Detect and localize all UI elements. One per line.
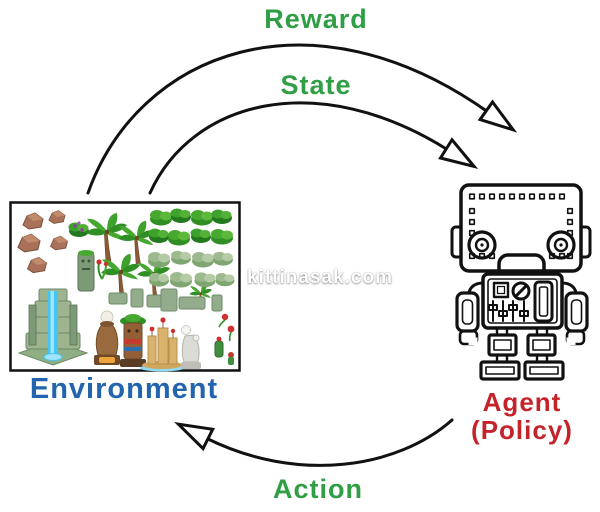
action-label: Action xyxy=(273,474,363,504)
reward-label: Reward xyxy=(264,4,368,34)
robot-icon xyxy=(450,183,592,381)
env-red-plant xyxy=(96,259,109,280)
action-arrow xyxy=(174,418,454,467)
env-sandcastle xyxy=(140,317,184,372)
env-tiki-totem xyxy=(120,314,146,367)
env-stone-ruins xyxy=(108,288,223,312)
agent-label-line2: (Policy) xyxy=(471,415,573,446)
env-waterfall-temple xyxy=(17,288,89,366)
agent-label-line1: Agent xyxy=(482,387,562,417)
env-white-statue xyxy=(181,325,201,369)
env-mossy-totem xyxy=(77,250,95,292)
state-arrow xyxy=(148,101,479,195)
isometric-game-assets-image xyxy=(9,201,241,372)
state-label: State xyxy=(280,70,352,100)
env-idol-statue xyxy=(94,310,120,365)
watermark: kittinasak.com xyxy=(247,267,393,288)
reward-arrow xyxy=(86,43,518,195)
environment-label: Environment xyxy=(29,373,219,405)
env-flower-bush xyxy=(68,221,89,237)
env-small-plants xyxy=(214,313,235,365)
agent-label: Agent (Policy) xyxy=(442,388,600,444)
